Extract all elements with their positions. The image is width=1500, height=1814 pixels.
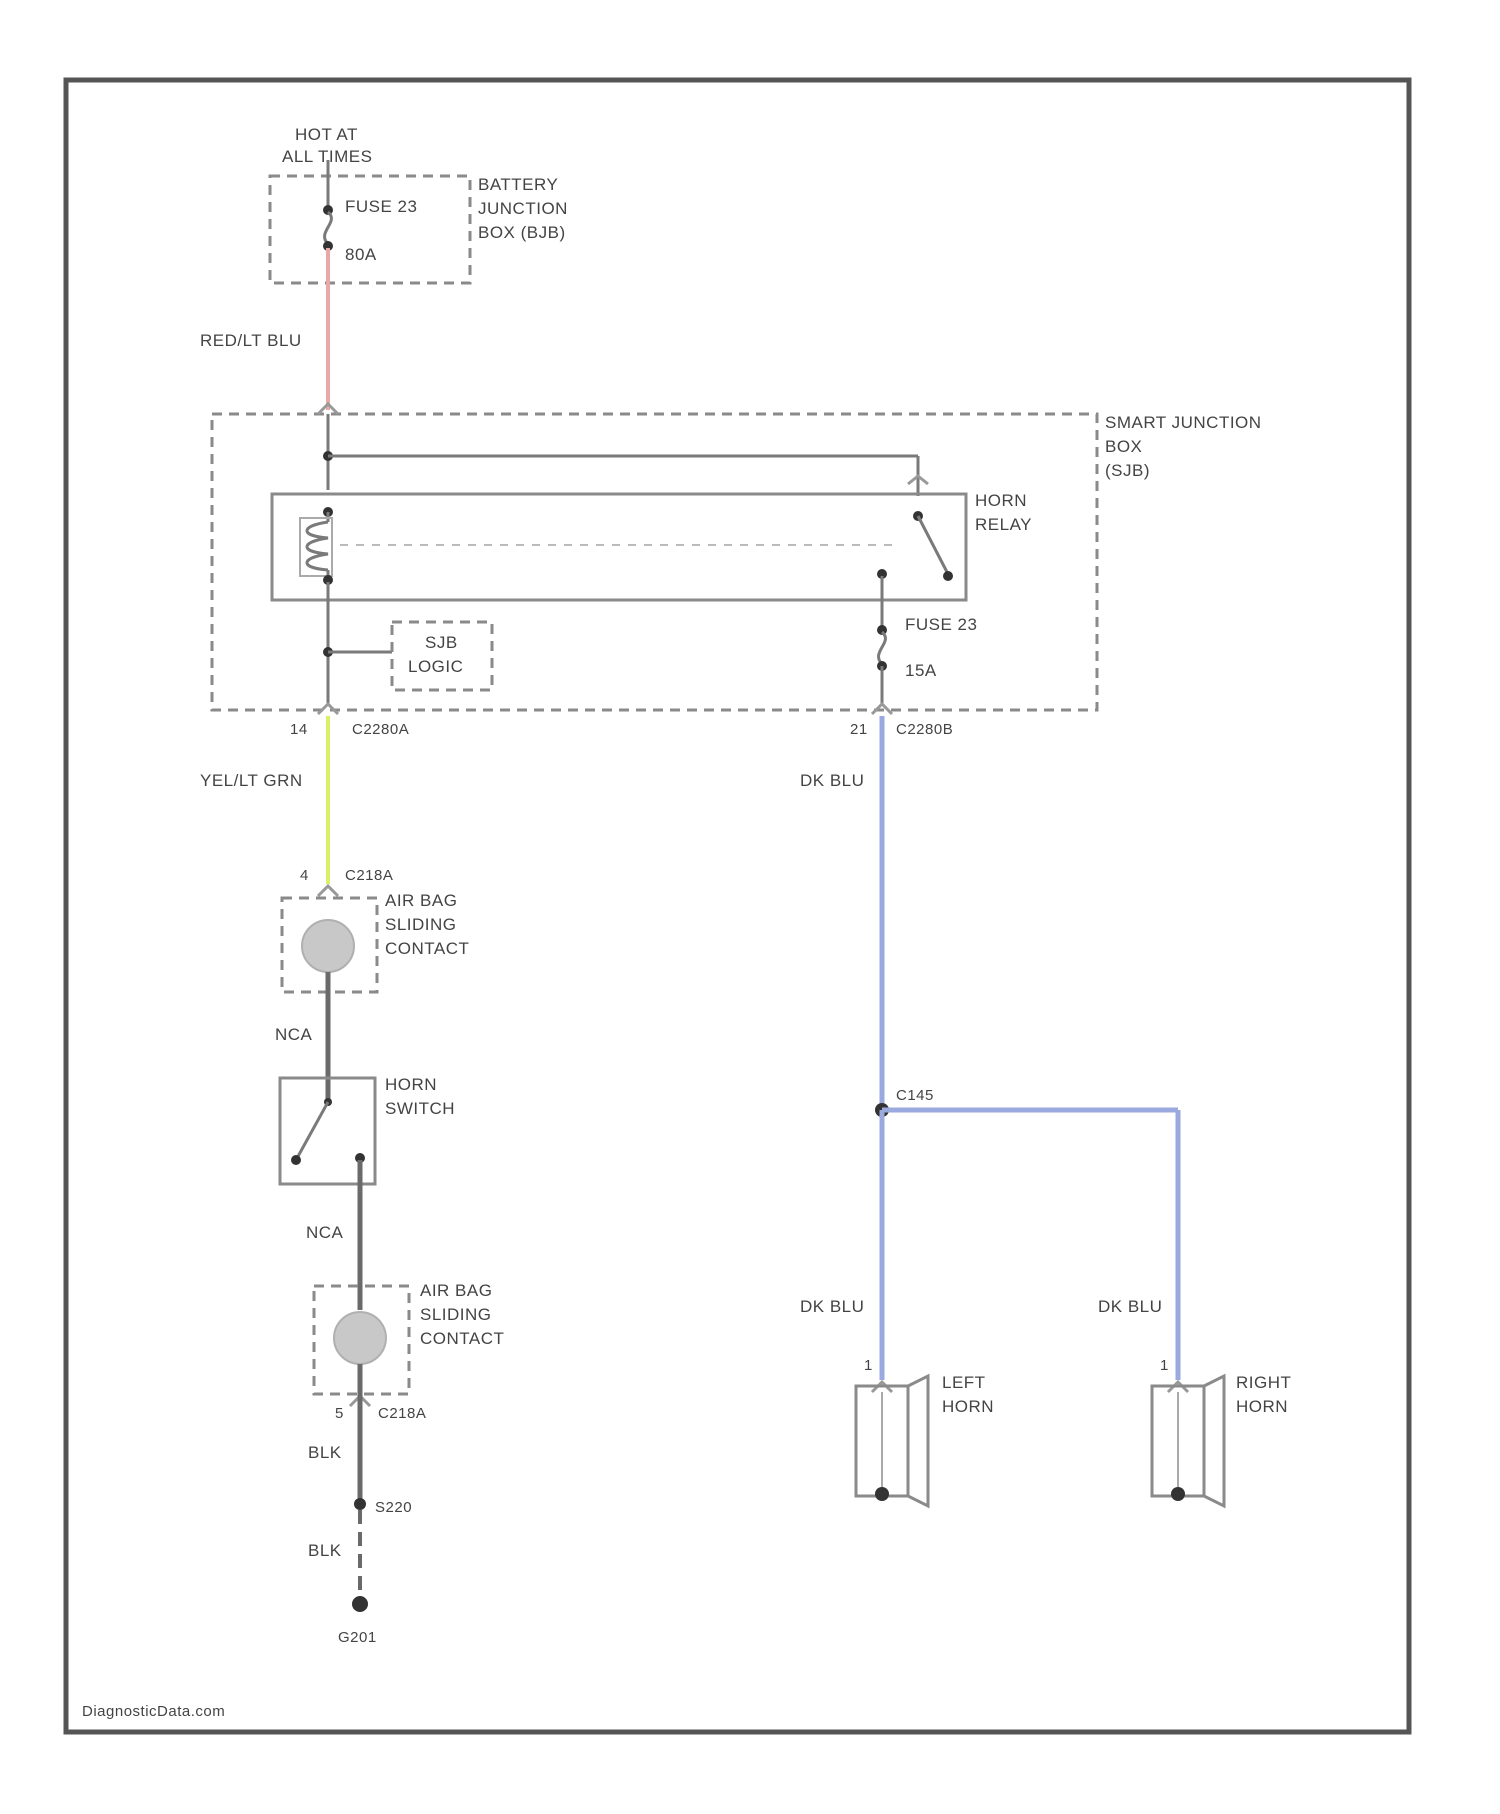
wire-nca-top-label: NCA — [275, 1025, 313, 1044]
pin-4-label: 4 — [300, 867, 309, 884]
fuse-23-sjb-label: FUSE 23 — [905, 615, 977, 634]
wire-yel-lt-grn-label: YEL/LT GRN — [200, 771, 303, 790]
horn-relay — [272, 494, 966, 600]
relay-coil-icon — [307, 522, 328, 570]
fuse-15a-label: 15A — [905, 661, 937, 680]
pin-5-label: 5 — [335, 1405, 344, 1422]
sliding-contact-bottom-icon — [334, 1312, 386, 1364]
connector-c218a-top-label: C218A — [345, 867, 393, 884]
wire-dk-blu-top-label: DK BLU — [800, 771, 864, 790]
splice-s220 — [354, 1498, 366, 1510]
relay-switch-arm — [918, 516, 948, 574]
wire-blk-2-label: BLK — [308, 1541, 342, 1560]
connector-c2280b-label: C2280B — [896, 721, 953, 738]
wire-nca-bottom-label: NCA — [306, 1223, 344, 1242]
pin-left-horn-label: 1 — [864, 1357, 873, 1374]
left-horn-icon — [856, 1376, 928, 1506]
connector-c2280a-label: C2280A — [352, 721, 409, 738]
right-horn-icon — [1152, 1376, 1224, 1506]
horn-switch-pivot — [291, 1155, 301, 1165]
relay-switch-contact — [943, 571, 953, 581]
pin-14-label: 14 — [290, 721, 308, 738]
fuse-symbol-15a — [879, 632, 886, 664]
pin-21-label: 21 — [850, 721, 868, 738]
watermark-label: DiagnosticData.com — [82, 1703, 225, 1720]
wire-blk-1-label: BLK — [308, 1443, 342, 1462]
diagram-frame — [66, 80, 1409, 1732]
fuse-symbol-80a — [325, 212, 332, 244]
wire-dk-blu-left-label: DK BLU — [800, 1297, 864, 1316]
ground-g201-label: G201 — [338, 1629, 377, 1646]
sliding-contact-top-icon — [302, 920, 354, 972]
splice-c145-label: C145 — [896, 1087, 934, 1104]
ground-g201-icon — [352, 1596, 368, 1612]
connector-c218a-bottom-label: C218A — [378, 1405, 426, 1422]
smart-junction-box — [212, 414, 1097, 710]
battery-junction-box — [270, 176, 470, 283]
fuse-23-label: FUSE 23 — [345, 197, 417, 216]
splice-s220-label: S220 — [375, 1499, 412, 1516]
pin-right-horn-label: 1 — [1160, 1357, 1169, 1374]
wire-red-lt-blu-label: RED/LT BLU — [200, 331, 302, 350]
wire-dk-blu-right-label: DK BLU — [1098, 1297, 1162, 1316]
horn-switch-arm — [296, 1102, 328, 1160]
fuse-80a-label: 80A — [345, 245, 377, 264]
